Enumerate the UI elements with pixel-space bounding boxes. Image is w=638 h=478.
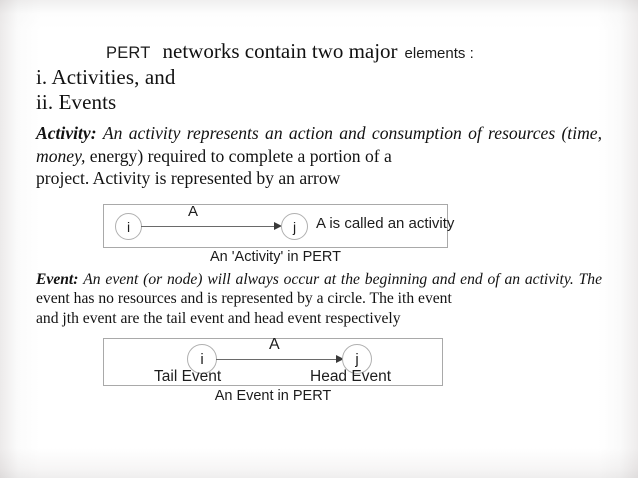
figure-event-caption: An Event in PERT <box>214 388 332 404</box>
figure-activity-node-j: j <box>281 212 308 240</box>
event-term: Event: <box>36 270 79 288</box>
figure-event-arrow-line <box>216 359 338 360</box>
list-item-events: ii. Events <box>36 90 117 114</box>
event-paragraph: Event: An event (or node) will always oc… <box>36 270 602 329</box>
figure-event: i A j Tail Event Head Event An Event in … <box>36 334 602 404</box>
activity-italic-text: An activity represents an action and con… <box>36 123 602 166</box>
event-upright-text: event has no resources and is represente… <box>36 290 452 307</box>
figure-event-frame <box>103 338 443 386</box>
heading-tail-text: elements : <box>404 45 474 62</box>
document-content: PERT networks contain two major elements :… <box>36 38 602 404</box>
figure-activity-arrow-head-icon <box>274 221 282 230</box>
figure-event-node-j: j <box>342 344 372 374</box>
figure-activity-node-i: i <box>115 212 142 240</box>
figure-event-arrow-label: A <box>269 336 280 353</box>
figure-event-tail-label: Tail Event <box>154 368 222 385</box>
figure-activity-arrow-line <box>141 225 276 227</box>
activity-upright-text: energy) required to complete a portion o… <box>89 145 392 166</box>
activity-last-line: project. Activity is represented by an a… <box>36 168 341 188</box>
list-item-activities: i. Activities, and <box>36 65 176 89</box>
figure-activity: i A j A is called an activity An 'Activi… <box>36 196 602 268</box>
figure-activity-arrow-label: A <box>188 202 199 220</box>
event-last-line: and jth event are the tail event and hea… <box>36 309 401 327</box>
figure-event-head-label: Head Event <box>310 368 391 385</box>
heading-main-text: networks contain two major <box>162 39 398 63</box>
heading-line: PERT networks contain two major elements : <box>36 38 602 64</box>
figure-activity-annotation: A is called an activity <box>316 214 455 232</box>
figure-activity-caption: An 'Activity' in PERT <box>210 248 341 265</box>
figure-event-arrow-head-icon <box>336 355 344 363</box>
heading-pert-word: PERT <box>106 44 151 62</box>
activity-term: Activity: <box>36 123 97 143</box>
event-italic-text: An event (or node) will always occur at … <box>83 270 602 288</box>
activity-paragraph: Activity: An activity represents an acti… <box>36 122 602 190</box>
